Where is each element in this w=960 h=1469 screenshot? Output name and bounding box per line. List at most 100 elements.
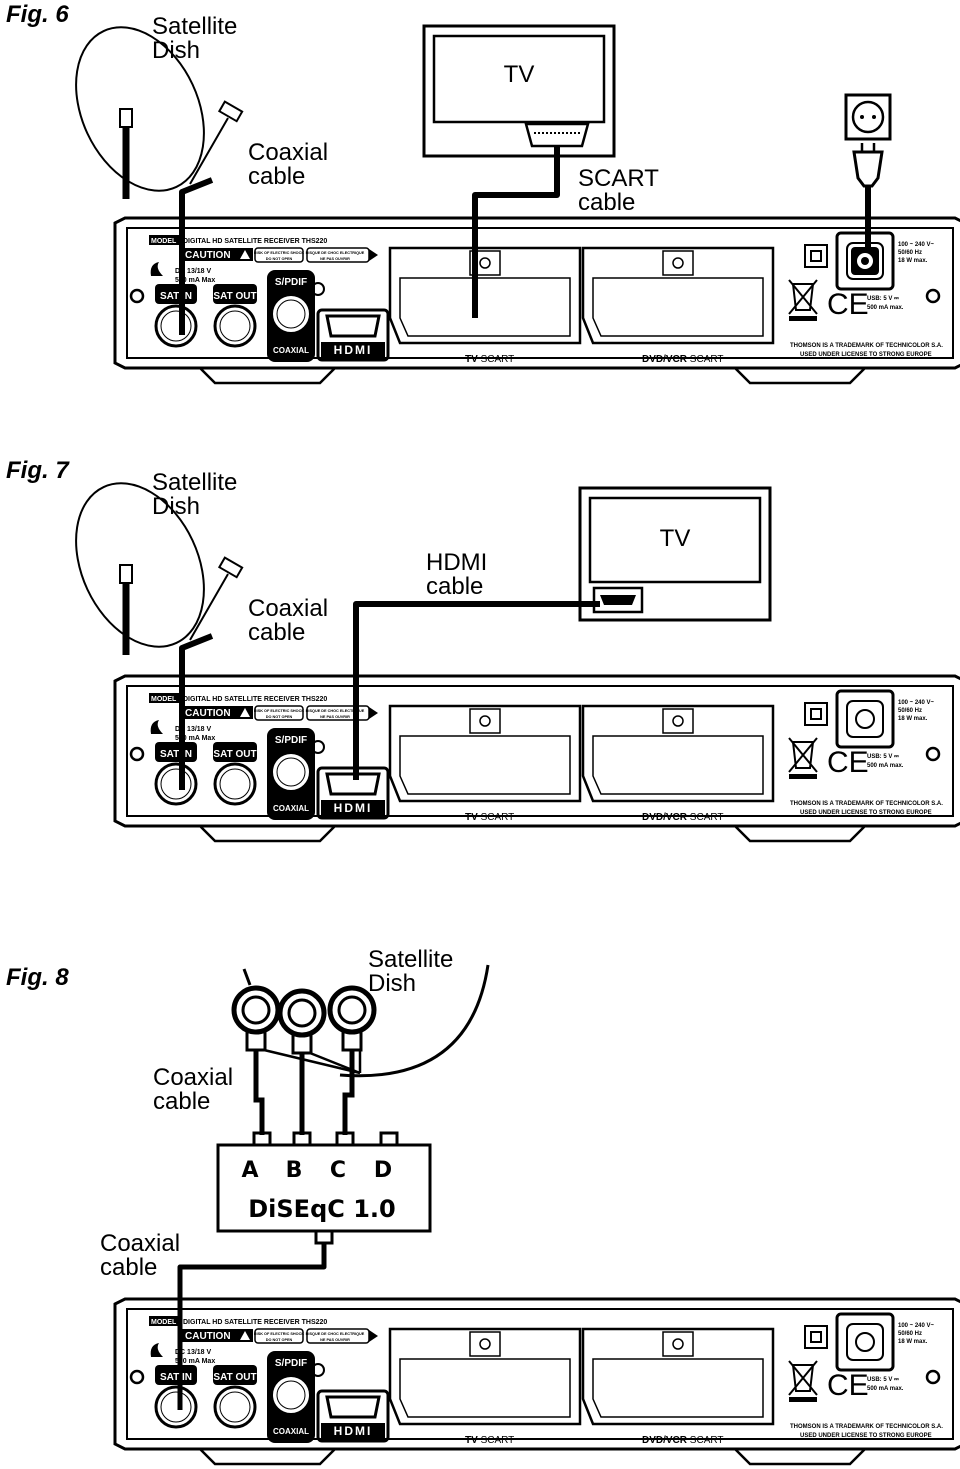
connector-thread — [219, 768, 251, 800]
usb-spec-line-1: USB: 5 V ⎓ — [867, 1377, 899, 1383]
receiver-foot — [734, 1448, 866, 1466]
model-label: MODEL — [151, 238, 177, 245]
scart-cable-label-line-2: cable — [578, 189, 635, 216]
coax-label-line-2: cable — [248, 163, 305, 190]
warning-triangle-icon — [240, 708, 250, 717]
screw-icon — [672, 1338, 684, 1350]
dish-label-line-1: Satellite — [368, 946, 453, 973]
lnb-spec-line-1: DC 13/18 V — [175, 1349, 212, 1356]
receiver-foot — [199, 825, 336, 843]
power-inlet[interactable] — [835, 689, 895, 749]
socket-hole — [872, 115, 876, 119]
sat-out-label: SAT OUT — [213, 749, 256, 760]
dvd-scart-socket[interactable] — [581, 1327, 775, 1426]
dvd-scart-socket[interactable] — [581, 246, 775, 345]
tv-scart-socket[interactable] — [388, 1327, 582, 1426]
power-inlet-inner — [846, 1323, 884, 1361]
receiver-panel-frame — [126, 227, 954, 359]
dvd-scart-socket[interactable] — [581, 704, 775, 803]
power-inlet[interactable] — [835, 1312, 895, 1372]
led-indicator-icon — [311, 740, 325, 754]
usb-spec-line-1: USB: 5 V ⎓ — [867, 754, 899, 760]
tv-scart-label: TV SCART — [465, 812, 514, 823]
sat-out-connector[interactable] — [213, 762, 257, 806]
hdmi-port[interactable] — [325, 772, 381, 796]
dish-label-line-1: Satellite — [152, 13, 237, 40]
sat-out-connector[interactable] — [213, 304, 257, 348]
wall-socket-icon — [844, 93, 892, 141]
tv-scart-port[interactable] — [524, 122, 590, 148]
tv-label: TV — [504, 61, 535, 88]
dish-label-line-2: Dish — [152, 37, 200, 64]
sat-in-label: SAT IN — [160, 749, 192, 760]
lnb-feedhorn — [241, 995, 271, 1025]
scart-cable — [472, 146, 560, 318]
sat-in-connector[interactable] — [154, 304, 198, 348]
sat-in-connector[interactable] — [154, 762, 198, 806]
spdif-connector[interactable] — [271, 752, 311, 792]
warning-fr-line-2: NE PAS OUVRIR — [320, 715, 350, 719]
figure-label: Fig. 8 — [6, 964, 69, 991]
screw-icon — [479, 715, 491, 727]
dish-mount-bracket — [119, 108, 133, 128]
scart-screw-mount — [662, 708, 694, 734]
spdif-connector[interactable] — [271, 1375, 311, 1415]
warning-en-line-2: DO NOT OPEN — [266, 715, 293, 719]
trademark-line-2: USED UNDER LICENSE TO STRONG EUROPE — [800, 352, 932, 358]
diseqc-output-connector[interactable] — [314, 1229, 334, 1245]
diseqc-port-label-c: C — [330, 1158, 346, 1183]
connector-ring — [276, 757, 306, 787]
weee-bin-icon — [788, 1360, 818, 1402]
sat-out-badge — [213, 284, 257, 304]
satellite-dish — [75, 26, 244, 199]
diseqc-port-label-d: D — [374, 1158, 392, 1183]
sat-out-label: SAT OUT — [213, 291, 256, 302]
tv-hdmi-port[interactable] — [592, 586, 644, 614]
coaxial-label: COAXIAL — [273, 804, 309, 813]
model-name: DIGITAL HD SATELLITE RECEIVER THS220 — [183, 1319, 327, 1326]
socket-hole — [860, 115, 864, 119]
hdmi-port[interactable] — [325, 1395, 381, 1419]
lnb-spec-line-1: DC 13/18 V — [175, 726, 212, 733]
coaxial-cable-c — [342, 1050, 355, 1135]
coaxial-cable-output — [177, 1243, 327, 1410]
sat-out-connector[interactable] — [213, 1385, 257, 1429]
model-badge — [149, 693, 179, 703]
warning-box-en — [254, 247, 304, 263]
connector-thread — [160, 1391, 192, 1423]
hdmi-frame — [316, 308, 390, 362]
hdmi-cable — [353, 601, 600, 780]
connector-thread — [160, 310, 192, 342]
tv-scart-socket[interactable] — [388, 246, 582, 345]
power-inlet[interactable] — [835, 231, 895, 291]
sat-in-badge — [155, 284, 197, 304]
power-spec-line-1: 100 ~ 240 V~ — [898, 700, 935, 706]
lnb-arm — [189, 573, 229, 641]
spdif-label: S/PDIF — [275, 735, 307, 746]
double-insulation-inner — [810, 1331, 822, 1343]
coax-label-line-1: Coaxial — [248, 595, 328, 622]
coaxial-label: COAXIAL — [273, 1427, 309, 1436]
lnb-arm — [263, 1048, 361, 1075]
warning-pill-end — [369, 707, 378, 719]
coaxial-label: COAXIAL — [273, 346, 309, 355]
dish-symbol-icon — [150, 720, 163, 734]
screw-icon — [479, 1338, 491, 1350]
diseqc-input-connector-d[interactable] — [379, 1131, 399, 1147]
hdmi-logo-plate — [321, 800, 385, 815]
tv-scart-label: TV SCART — [465, 354, 514, 365]
warning-en-line-1: RISK OF ELECTRIC SHOCK — [254, 709, 304, 713]
lnb-spec-line-2: 500 mA Max — [175, 1358, 215, 1365]
sat-out-badge — [213, 1365, 257, 1385]
sat-in-connector[interactable] — [154, 1385, 198, 1429]
spdif-connector[interactable] — [271, 294, 311, 334]
scart-cable-label-line-1: SCART — [578, 165, 659, 192]
scart-pin-field — [592, 735, 764, 795]
screw-hole-icon — [129, 1369, 145, 1385]
tv-scart-socket[interactable] — [388, 704, 582, 803]
sat-in-label: SAT IN — [160, 1372, 192, 1383]
hdmi-port[interactable] — [325, 314, 381, 338]
